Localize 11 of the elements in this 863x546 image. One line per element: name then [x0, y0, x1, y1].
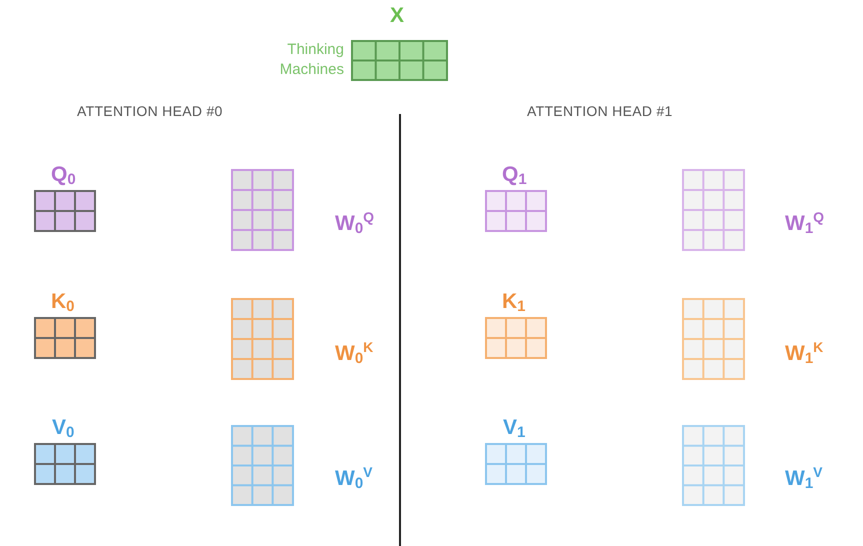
matrix-label: Q$_{1}$: [502, 163, 527, 190]
section-heading: ATTENTION HEAD #1: [527, 103, 673, 119]
matrix-label: V$_{1}$: [503, 416, 526, 443]
section-heading: ATTENTION HEAD #0: [77, 103, 223, 119]
row-label: Thinking: [287, 41, 344, 59]
matrix-label: X: [390, 4, 404, 28]
matrix-label: V$_{0}$: [52, 416, 74, 443]
row-label: Machines: [280, 61, 344, 79]
matrix-label: K$_{0}$: [51, 290, 75, 317]
matrix-label: K$_{1}$: [502, 290, 526, 317]
matrix-label: Q$_{0}$: [51, 163, 76, 190]
